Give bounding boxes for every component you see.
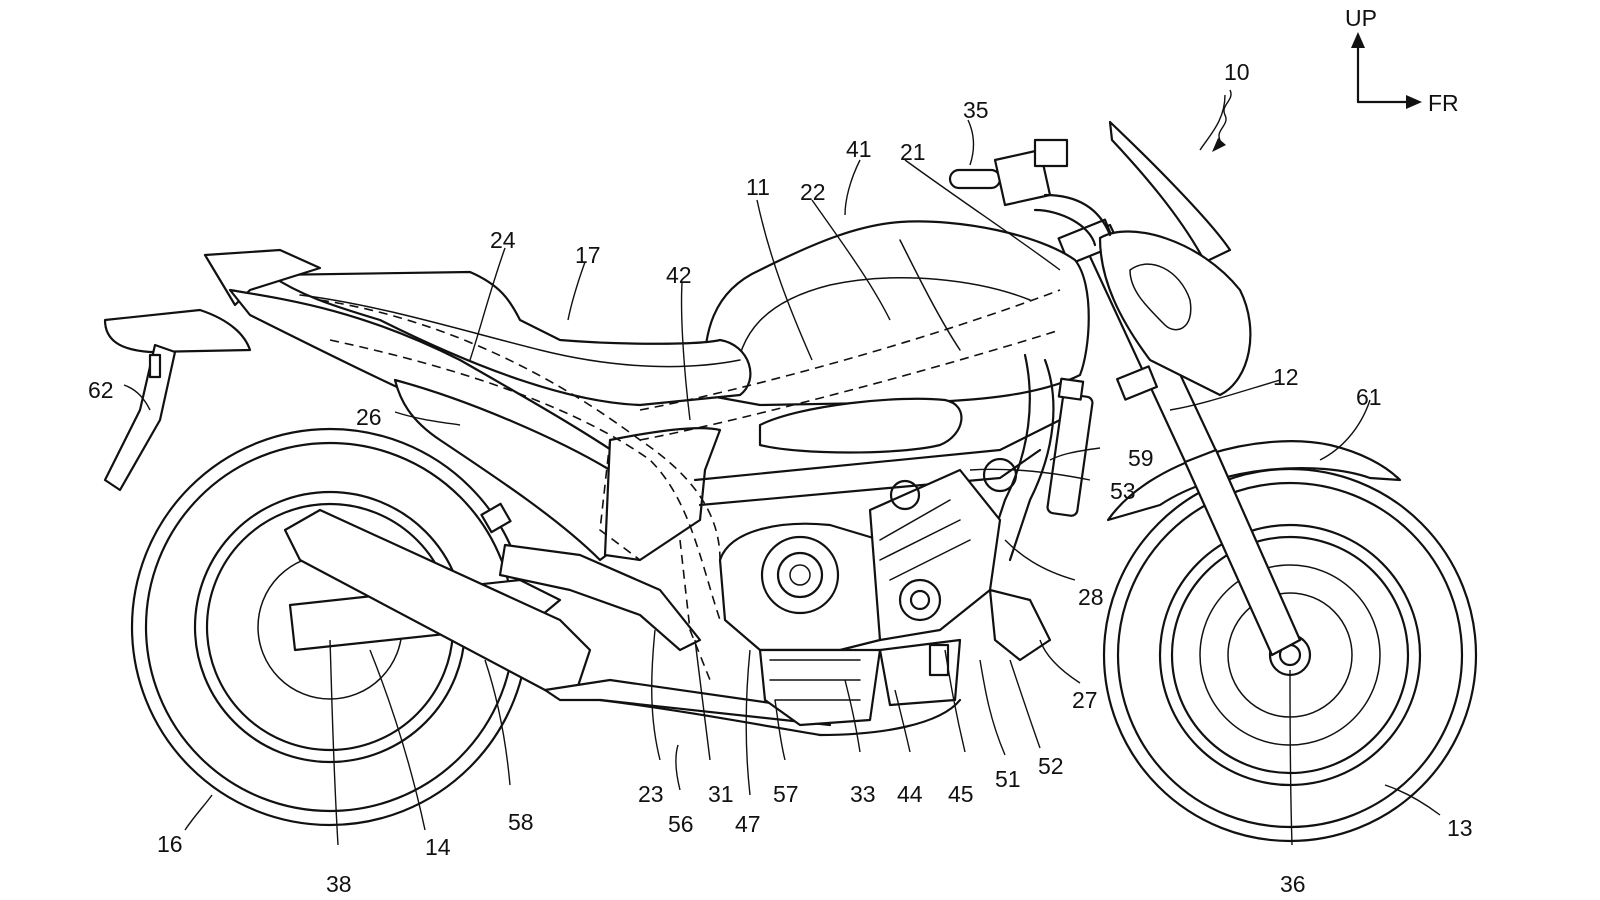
label-23: 23	[638, 781, 664, 807]
front-label: FR	[1428, 90, 1459, 116]
label-16: 16	[157, 831, 183, 857]
label-45: 45	[948, 781, 974, 807]
fuel-tank	[703, 220, 1090, 454]
engine	[718, 457, 1052, 727]
label-57: 57	[773, 781, 799, 807]
label-10: 10	[1224, 59, 1250, 85]
label-27: 27	[1072, 687, 1098, 713]
label-28: 28	[1078, 584, 1104, 610]
handlebar-assembly	[948, 138, 1112, 247]
exhaust-pipe	[598, 698, 962, 737]
headlight-cowl	[1098, 120, 1252, 397]
label-51: 51	[995, 766, 1021, 792]
leader-lines	[123, 94, 1441, 846]
license-bracket	[103, 343, 177, 492]
muffler	[283, 508, 832, 727]
label-44: 44	[897, 781, 923, 807]
up-label: UP	[1345, 5, 1377, 31]
label-59: 59	[1128, 445, 1154, 471]
label-52: 52	[1038, 753, 1064, 779]
reference-numerals: 10 11 12 13 14 16 17 21 22 23 24 26 27 2…	[88, 59, 1473, 897]
squiggle-10	[1218, 89, 1232, 141]
rear-shock	[1046, 377, 1094, 517]
label-61: 61	[1356, 384, 1382, 410]
label-24: 24	[490, 227, 516, 253]
label-22: 22	[800, 179, 826, 205]
side-cover	[393, 378, 722, 562]
label-62: 62	[88, 377, 114, 403]
label-47: 47	[735, 811, 761, 837]
label-11: 11	[746, 174, 770, 200]
label-41: 41	[846, 136, 872, 162]
front-wheel	[1102, 467, 1478, 843]
label-58: 58	[508, 809, 534, 835]
label-26: 26	[356, 404, 382, 430]
label-38: 38	[326, 871, 352, 897]
label-31: 31	[708, 781, 734, 807]
label-36: 36	[1280, 871, 1306, 897]
label-42: 42	[666, 262, 692, 288]
seat	[268, 270, 752, 407]
label-53: 53	[1110, 478, 1136, 504]
label-13: 13	[1447, 815, 1473, 841]
label-35: 35	[963, 97, 989, 123]
label-21: 21	[900, 139, 926, 165]
orientation-indicator: UP FR	[1345, 5, 1459, 116]
label-33: 33	[850, 781, 876, 807]
label-56: 56	[668, 811, 694, 837]
hidden-lines	[319, 289, 1061, 681]
label-17: 17	[575, 242, 601, 268]
label-12: 12	[1273, 364, 1299, 390]
label-14: 14	[425, 834, 451, 860]
